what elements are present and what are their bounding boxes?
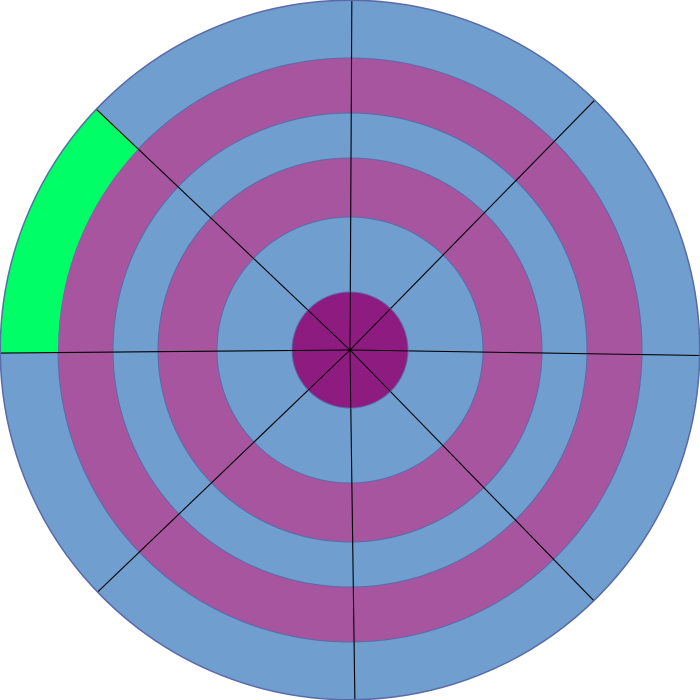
highlight-layer — [0, 109, 139, 354]
spoke-southwest-inner — [307, 349, 351, 391]
spoke-northeast-inner — [349, 308, 391, 351]
bullseye-layer — [291, 291, 409, 409]
spoke-northwest-inner — [307, 309, 351, 351]
spoke-east-inner — [349, 349, 408, 352]
highlighted-segment — [0, 109, 139, 354]
spoke-west-inner — [291, 349, 351, 351]
spoke-south-inner — [349, 349, 352, 409]
spoke-southeast-inner — [349, 349, 391, 392]
